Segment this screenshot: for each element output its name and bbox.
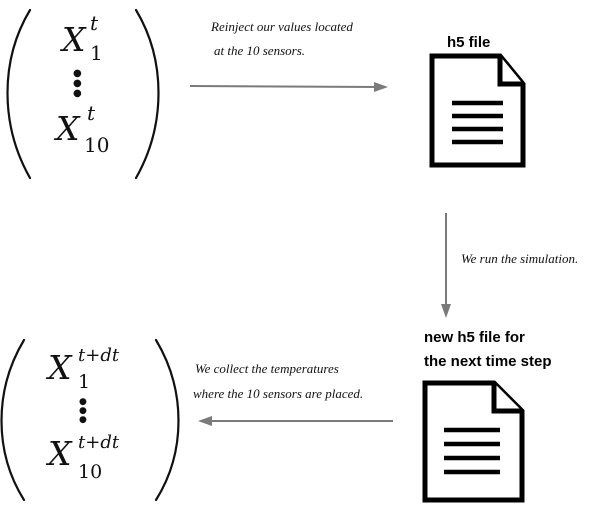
input-last-sub: 10 (84, 133, 109, 157)
collect-annotation: We collect the temperatures where the 10… (193, 361, 363, 401)
reinject-line-2: at the 10 sensors. (214, 43, 305, 58)
run-simulation-note: We run the simulation. (461, 251, 578, 266)
output-vdots: ● (79, 415, 87, 425)
arrow-icon (189, 82, 388, 92)
document-icon (429, 53, 526, 168)
output-last-sub: 10 (78, 461, 102, 483)
collect-line-1: We collect the temperatures (195, 361, 339, 376)
output-right-paren (154, 338, 180, 502)
input-last-sup: t (87, 101, 96, 125)
output-last-base: X (45, 434, 73, 473)
reinject-annotation: Reinject our values located at the 10 se… (210, 19, 353, 58)
new-h5-label-line-2: the next time step (424, 353, 552, 370)
output-last-sup: t+dt (78, 432, 120, 453)
input-first-sup: t (90, 11, 99, 35)
output-first-sup: t+dt (78, 345, 120, 366)
output-vector: X t+dt 1 ● ● ● X t+dt 10 (0, 338, 180, 502)
output-first-base: X (45, 348, 73, 387)
input-first-base: X (59, 20, 87, 59)
output-first-sub: 1 (78, 371, 90, 393)
output-vdots: ● (79, 397, 87, 407)
arrow-icon (441, 213, 451, 318)
collect-line-2: where the 10 sensors are placed. (193, 386, 363, 401)
document-icon (422, 380, 525, 503)
input-right-paren (134, 8, 160, 180)
output-vdots: ● (79, 406, 87, 416)
input-last-base: X (53, 109, 81, 148)
output-left-paren (0, 338, 26, 502)
input-vdots: ● (73, 88, 82, 99)
input-first-sub: 1 (90, 41, 103, 65)
input-vector: X t 1 ● ● ● X t 10 (6, 8, 160, 180)
reinject-line-1: Reinject our values located (210, 19, 353, 34)
new-h5-label-line-1: new h5 file for (424, 329, 525, 346)
input-vdots: ● (73, 68, 82, 79)
input-left-paren (6, 8, 32, 180)
arrow-icon (198, 416, 393, 426)
input-vdots: ● (73, 78, 82, 89)
h5-file-label: h5 file (447, 34, 490, 51)
